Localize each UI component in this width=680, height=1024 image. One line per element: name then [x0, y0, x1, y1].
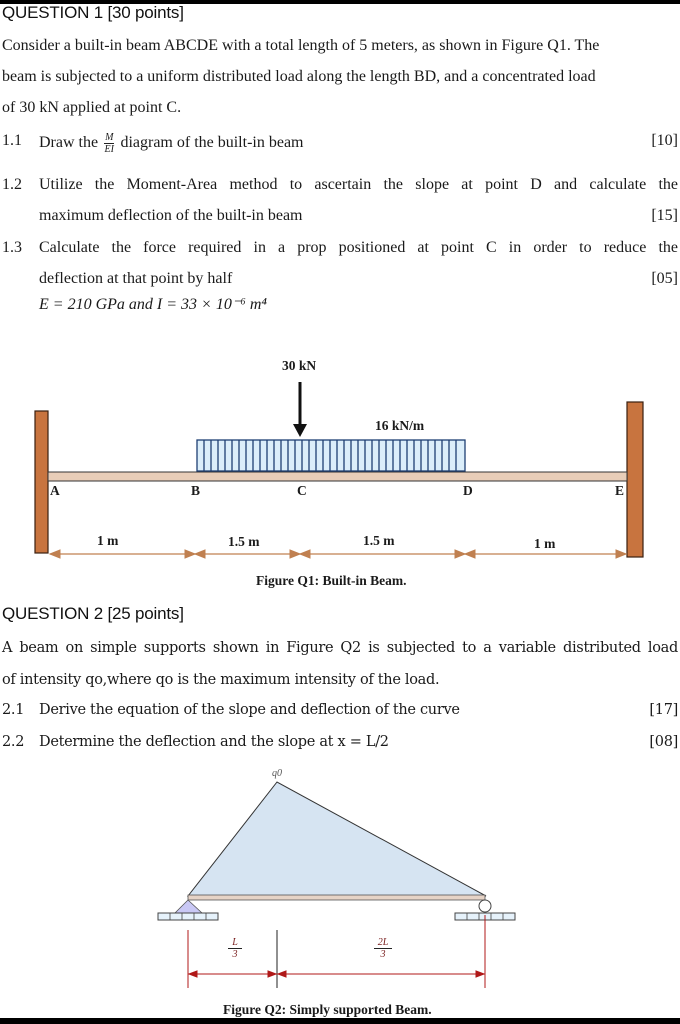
item-marks: [05] — [651, 270, 678, 287]
span-label-de: 1 m — [534, 536, 556, 551]
point-label-e: E — [615, 483, 625, 498]
item-marks: [15] — [651, 207, 678, 224]
dim-left-fraction: L 3 — [228, 937, 242, 960]
item-text: deflection at that point by half — [39, 270, 233, 287]
item-number: 2.1 — [2, 702, 25, 718]
svg-text:q0: q0 — [272, 768, 282, 779]
udl-label: 16 kN/m — [375, 418, 425, 433]
item-text: Calculate the force required in a prop p… — [39, 239, 678, 256]
point-label-b: B — [191, 483, 201, 498]
span-label-ab: 1 m — [97, 533, 119, 548]
m-over-ei-fraction: M EI — [104, 132, 115, 155]
beam — [47, 471, 628, 482]
item-text: diagram of the built-in beam — [120, 134, 304, 152]
question-2-intro: A beam on simple supports shown in Figur… — [2, 632, 678, 696]
item-number: 1.3 — [2, 239, 22, 256]
question-1-heading: QUESTION 1 [30 points] — [2, 3, 184, 22]
item-text: Utilize the Moment-Area method to ascert… — [39, 176, 678, 193]
item-number: 1.1 — [2, 132, 22, 149]
item-number: 2.2 — [2, 734, 25, 750]
point-label-c: C — [297, 483, 307, 498]
intro-line: of intensity qo,where qo is the maximum … — [2, 672, 440, 688]
point-label-d: D — [463, 483, 473, 498]
top-border — [0, 0, 680, 4]
item-number: 1.2 — [2, 176, 22, 193]
triangular-load — [186, 781, 487, 897]
point-load-label: 30 kN — [282, 358, 317, 373]
item-text: Derive the equation of the slope and def… — [39, 702, 460, 718]
item-marks: [08] — [649, 734, 678, 750]
intro-line: A beam on simple supports shown in Figur… — [2, 640, 678, 656]
item-1-1: 1.1 Draw the M EI diagram of the built-i… — [2, 132, 678, 156]
question-1-intro: Consider a built-in beam ABCDE with a to… — [2, 30, 678, 123]
figure-q1-caption: Figure Q1: Built-in Beam. — [256, 573, 407, 588]
bottom-border — [0, 1018, 680, 1024]
beam — [187, 894, 486, 901]
intro-line: Consider a built-in beam ABCDE with a to… — [2, 37, 600, 54]
figure-q2-simply-supported-beam: q0 — [157, 768, 516, 988]
item-1-2: 1.2 Utilize the Moment-Area method to as… — [2, 169, 678, 229]
right-fixed-wall — [626, 401, 644, 558]
item-text: Determine the deflection and the slope a… — [39, 734, 389, 750]
figure-q1-built-in-beam — [34, 382, 644, 559]
dimension-lines — [187, 915, 486, 988]
question-2-heading: QUESTION 2 [25 points] — [2, 604, 184, 623]
point-label-a: A — [50, 483, 60, 498]
item-marks: [17] — [649, 702, 678, 718]
dimension-line — [48, 549, 628, 559]
figure-q2-caption: Figure Q2: Simply supported Beam. — [223, 1002, 432, 1017]
intro-line: of 30 kN applied at point C. — [2, 99, 182, 116]
intro-line: beam is subjected to a uniform distribut… — [2, 68, 596, 85]
item-marks: [10] — [651, 132, 678, 149]
span-label-cd: 1.5 m — [363, 533, 395, 548]
item-text: maximum deflection of the built-in beam — [39, 207, 303, 224]
udl-block — [196, 439, 466, 472]
point-load-arrow-icon — [293, 382, 307, 437]
left-fixed-wall — [34, 410, 49, 554]
dim-right-fraction: 2L 3 — [374, 937, 392, 960]
pin-support-icon — [157, 899, 219, 921]
span-label-bc: 1.5 m — [228, 534, 260, 549]
item-1-3: 1.3 Calculate the force required in a pr… — [2, 232, 678, 292]
item-text: Draw the — [39, 134, 99, 152]
